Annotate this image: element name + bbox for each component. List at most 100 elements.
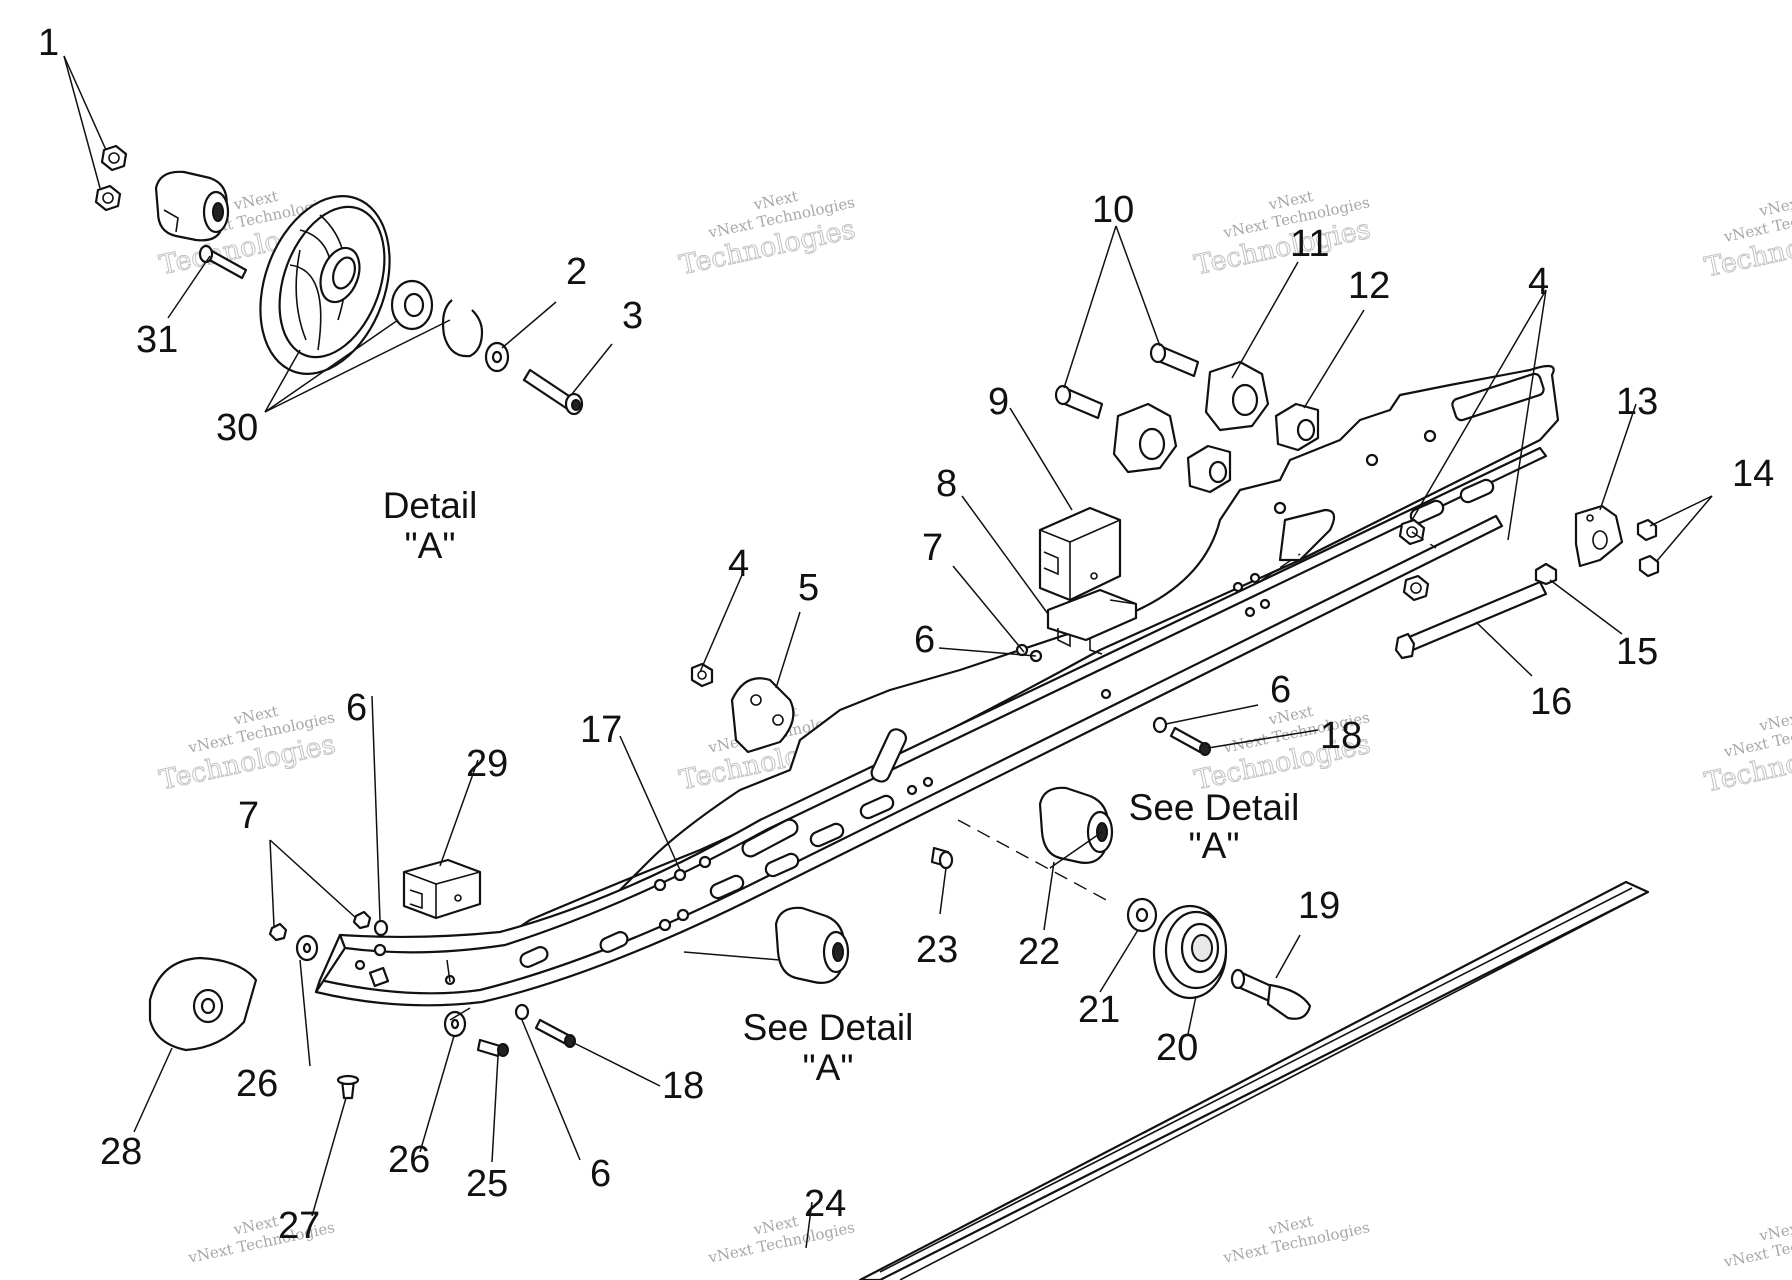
rail-slot — [859, 794, 895, 820]
rail-hole — [1232, 581, 1244, 593]
callout-6-left: 6 — [346, 687, 367, 729]
rail-hole — [676, 908, 690, 922]
nut-part-14-lower — [1638, 554, 1660, 578]
callout-17: 17 — [580, 709, 622, 751]
callout-26-left: 26 — [236, 1063, 278, 1105]
callout-6-right: 6 — [1270, 669, 1291, 711]
bolt-part-25 — [476, 1038, 509, 1058]
rail-hole — [1244, 606, 1256, 618]
rail-hole — [1259, 598, 1271, 610]
nut-part-4 — [690, 662, 714, 688]
callout-23: 23 — [916, 929, 958, 971]
pin-part-23 — [930, 846, 954, 870]
callout-25: 25 — [466, 1163, 508, 1205]
callout-12: 12 — [1348, 265, 1390, 307]
washer-part-2 — [484, 341, 510, 373]
rail-hole — [1423, 429, 1437, 443]
bolt-part-3 — [522, 368, 584, 416]
rail-slot — [870, 728, 908, 783]
nut-part-7-left — [268, 922, 288, 942]
bolt-part-16 — [1394, 580, 1548, 660]
nut-part-1-upper — [100, 144, 128, 172]
nut-part-1-lower — [94, 184, 122, 212]
callout-15: 15 — [1616, 631, 1658, 673]
washer-part-6-mid — [1152, 716, 1168, 734]
rail-hole — [658, 918, 672, 932]
pulley-part-20 — [1152, 904, 1228, 1000]
slide-block-part-9 — [1038, 506, 1122, 602]
callout-18-lower: 18 — [662, 1065, 704, 1107]
callout-26-bottom: 26 — [388, 1139, 430, 1181]
spacer-part-12-right — [1274, 402, 1320, 452]
rail-slot — [1409, 499, 1445, 525]
rail-slot — [709, 874, 745, 900]
rail-slot — [809, 822, 845, 848]
bushing-part-11-right — [1204, 360, 1270, 432]
rail-hole — [1249, 572, 1261, 584]
rail-tip — [314, 933, 347, 994]
wear-bar-part-24 — [858, 880, 1650, 1280]
rail-hole — [1365, 453, 1379, 467]
callout-16: 16 — [1530, 681, 1572, 723]
spacer-part-12-left — [1186, 444, 1232, 494]
bolt-part-19 — [1230, 968, 1312, 1020]
washer-part-6-left — [373, 919, 389, 937]
plate-part-5 — [730, 677, 795, 754]
callout-10: 10 — [1092, 189, 1134, 231]
callout-5: 5 — [798, 567, 819, 609]
callout-labels: 1 2 3 4 4 5 6 6 6 6 7 7 8 9 10 11 12 13 … — [38, 22, 1774, 1247]
callout-9: 9 — [988, 381, 1009, 423]
callout-19: 19 — [1298, 885, 1340, 927]
rail-assembly — [314, 364, 1560, 1007]
pin-part-10-right — [1149, 342, 1200, 378]
rail-hole — [373, 943, 387, 957]
assembly-dash-lines — [957, 531, 1437, 903]
callout-3: 3 — [622, 295, 643, 337]
rivet-part-27 — [336, 1074, 360, 1100]
nut-part-4-right-b — [1402, 574, 1430, 602]
washer-part-6-bottom — [514, 1003, 530, 1021]
bolt-part-18-upper — [1169, 726, 1211, 756]
callout-24: 24 — [804, 1183, 846, 1225]
rail-slot-large — [1278, 508, 1336, 562]
slide-block-part-29 — [402, 858, 482, 920]
see-detail-upper-label: See Detail — [1129, 787, 1300, 828]
callout-7-left: 7 — [238, 795, 259, 837]
detail-a-assembly — [94, 144, 584, 416]
spacer — [390, 279, 434, 331]
washer-part-26-left — [295, 934, 319, 962]
rail-hole — [1100, 688, 1112, 700]
callout-14: 14 — [1732, 453, 1774, 495]
callout-8: 8 — [936, 463, 957, 505]
see-detail-lower-label: See Detail — [743, 1007, 914, 1048]
rail-slot — [1451, 372, 1545, 422]
callout-2: 2 — [566, 251, 587, 293]
rail-bolt-head — [368, 966, 390, 988]
idler-wheel-part-30 — [259, 195, 391, 375]
callout-13: 13 — [1616, 381, 1658, 423]
idler-housing — [154, 170, 230, 242]
callout-6-bottom: 6 — [590, 1153, 611, 1195]
bracket-part-8 — [1046, 588, 1138, 655]
rail-hole — [1273, 501, 1287, 515]
callout-4-right: 4 — [1528, 261, 1549, 303]
nut-part-15 — [1534, 562, 1558, 586]
detail-notes: Detail "A" See Detail "A" See Detail "A" — [383, 485, 1300, 1088]
rail-slot — [741, 818, 799, 858]
see-detail-lower-letter: "A" — [803, 1047, 854, 1088]
callout-11: 11 — [1290, 223, 1329, 265]
rail-hole — [906, 784, 918, 796]
bushing-part-11-left — [1112, 402, 1178, 474]
rail-hole — [922, 776, 934, 788]
callout-22: 22 — [1018, 931, 1060, 973]
nut-part-14-upper — [1636, 518, 1658, 542]
callout-31: 31 — [136, 319, 178, 361]
washer-part-21 — [1126, 897, 1158, 933]
washer-part-26-bottom — [443, 1010, 467, 1038]
see-detail-upper-letter: "A" — [1189, 825, 1240, 866]
snap-ring — [441, 299, 484, 358]
bumper-cap-part-28 — [148, 956, 258, 1052]
rail-slot — [519, 946, 549, 968]
callout-21: 21 — [1078, 989, 1120, 1031]
